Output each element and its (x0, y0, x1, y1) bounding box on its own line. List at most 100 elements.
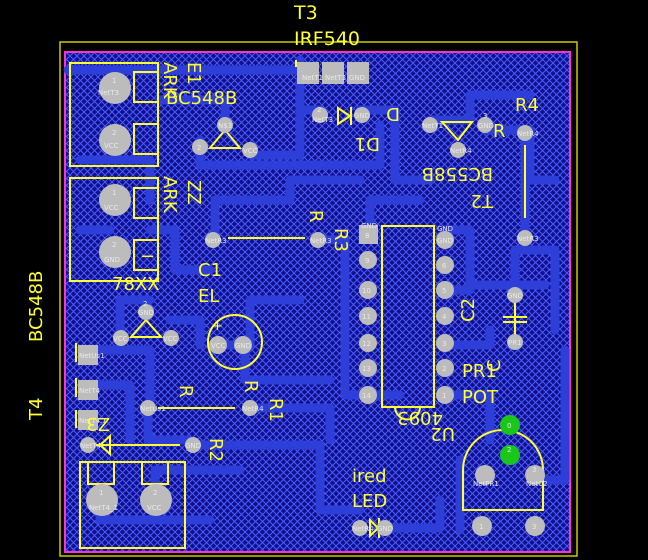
e1-pad1-label: NetT3 (98, 89, 119, 97)
label-irf540: IRF540 (294, 28, 360, 50)
label-u2: U2 (430, 423, 455, 444)
t3-pad1-label: NetT1 (302, 74, 323, 82)
pot-pad-b3-num: 3 (532, 523, 536, 531)
label-bc558b: BC558B (422, 163, 493, 184)
t3-pad3-label: GND (349, 74, 365, 82)
label-c1: C1 (198, 260, 222, 281)
e1-pad1-num: 1 (112, 77, 116, 85)
r1-pads: NetUs1 NetR4 (140, 400, 264, 416)
u2-pin10-label: 10 (362, 287, 371, 295)
label-ark-mid: ARK (159, 176, 180, 214)
terminal-block-zz-pads: 1 VCC 2 GND (99, 184, 131, 268)
label-d1: D1 (355, 133, 380, 154)
r4-pads: NetR4 NetR3 (517, 125, 539, 246)
c1-plus-mark: + (212, 319, 223, 334)
label-led: LED (352, 491, 387, 512)
u2-pin4-label: 4 (442, 313, 447, 321)
pot-pad-b1-num: 1 (479, 523, 483, 531)
label-r-r3: R (305, 210, 326, 223)
label-78xx: 78XX (112, 274, 160, 295)
r2-pad-b-label: GND (185, 442, 201, 450)
zz-pad2-label: GND (104, 256, 120, 264)
u2-pin11-label: 11 (362, 313, 371, 321)
u2-pin1-label: 1 (442, 392, 446, 400)
zz-pad2-num: 2 (112, 241, 116, 249)
transistor-top-pads: 2 N$3 VCC (192, 117, 258, 158)
r4-pad-a-label: NetR4 (517, 130, 539, 138)
label-t3: T3 (293, 2, 318, 24)
label-z3: Z3 (86, 413, 110, 434)
t4-pad1-label: NetUs1 (79, 352, 105, 360)
label-c2: C2 (458, 298, 479, 322)
d1-pad-a-num: 2 (317, 106, 321, 114)
pot-pad-top-num: 0 (507, 422, 511, 430)
u78-pad-gnd-num: 2 (143, 300, 147, 308)
label-d: D (386, 103, 400, 124)
z3-pad2-label: VCC (147, 504, 162, 512)
label-r-t2: R (493, 121, 506, 142)
led-pad-k-label: GND (377, 525, 393, 533)
u2-pin12-label: 12 (362, 340, 371, 348)
label-ark-top: ARK (159, 62, 180, 100)
u78-pad-out-label: VCC (163, 335, 178, 343)
label-r3: R3 (330, 228, 351, 252)
label-r-r1: R (240, 380, 261, 393)
label-minus: − (140, 246, 155, 267)
r3-pad-b-label: NetR3 (310, 237, 332, 245)
label-t4: T4 (26, 398, 47, 421)
label-pr1: PR1 (462, 361, 497, 382)
label-c-c2: C (484, 359, 505, 372)
u2-gnd-label-2: GND (437, 225, 453, 233)
r4-pad-b-label: NetR3 (517, 235, 539, 243)
pot-pad-right-label: NetC2 (526, 480, 548, 488)
r1-pad-a-label: NetUs1 (140, 405, 166, 413)
z3-pad1-num: 1 (99, 489, 103, 497)
pot-pad-right-num: 3 (532, 466, 536, 474)
u2-pin2-label: 2 (442, 365, 446, 373)
label-pot: POT (462, 387, 499, 408)
label-r4: R4 (515, 95, 539, 116)
label-zz: ZZ (183, 180, 204, 205)
pot-pr1-pads: 0 2 NetPR1 NetC2 3 1 3 (472, 415, 548, 536)
t2-pad1-label: NetT1 (422, 122, 443, 130)
u2-pin14-label: 14 (362, 392, 371, 400)
t3-pad2-label: NetT3 (325, 74, 346, 82)
t2-pad2-label: NetR4 (450, 147, 472, 155)
u2-pin13-label: 13 (362, 365, 371, 373)
u78-pad-gnd-label: GND (138, 309, 154, 317)
zz-pad1-label: VCC (104, 204, 119, 212)
u2-pin7-label: GND (437, 237, 453, 245)
ic-u2-pads: 8 9 10 11 12 13 14 GND 6 5 4 3 2 1 GND G… (359, 222, 454, 404)
ttop-pad1-label: 2 (197, 144, 201, 152)
terminal-block-z3-pads: 1 NetT4_1 2 VCC (86, 484, 172, 516)
pot-pad-left-label: NetPR1 (473, 480, 499, 488)
z3-pad2-num: 2 (153, 489, 157, 497)
label-r-r2: R (175, 385, 196, 398)
r3-pad-a-label: NetR3 (205, 237, 227, 245)
silkscreen-graphics (69, 60, 544, 549)
d1-pad-k-label: GND (354, 112, 370, 120)
u2-pin6-label: 6 (442, 262, 447, 270)
e1-pad2-label: VCC (104, 142, 119, 150)
z3-pad1-label: NetT4_1 (89, 504, 118, 512)
ttop-pad3-label: VCC (243, 147, 258, 155)
led-pads: NetR4 GND (352, 520, 393, 536)
c2-pad-b-label: PR1 (508, 339, 522, 347)
t4-pads: NetUs1 NetT4 NetT4.1 (78, 345, 107, 430)
r2-pads: NetT4 GND (80, 437, 201, 453)
t4-pad2-label: NetT4 (79, 387, 101, 395)
r2-pad-a-label: NetT4 (80, 442, 102, 450)
t3-pads: NetT1 NetT3 GND (297, 62, 369, 84)
d1-pad-a-label: NetT3 (312, 116, 333, 124)
u2-pin8-label: 8 (365, 232, 369, 240)
label-bc548b-top: BC548B (166, 88, 237, 109)
regulator-78xx-pads: VCC 2 GND VCC (113, 300, 179, 346)
t2-pad3-label: GND (478, 122, 494, 130)
r3-pads: NetR3 NetR3 (205, 232, 332, 248)
label-e1: E1 (183, 62, 204, 85)
ttop-pad2-label: N$3 (218, 122, 232, 130)
t2-pads: NetT1 NetR4 GND 3 (422, 112, 494, 158)
u2-pin3-label: 3 (442, 340, 446, 348)
r1-pad-b-label: NetR4 (242, 405, 264, 413)
